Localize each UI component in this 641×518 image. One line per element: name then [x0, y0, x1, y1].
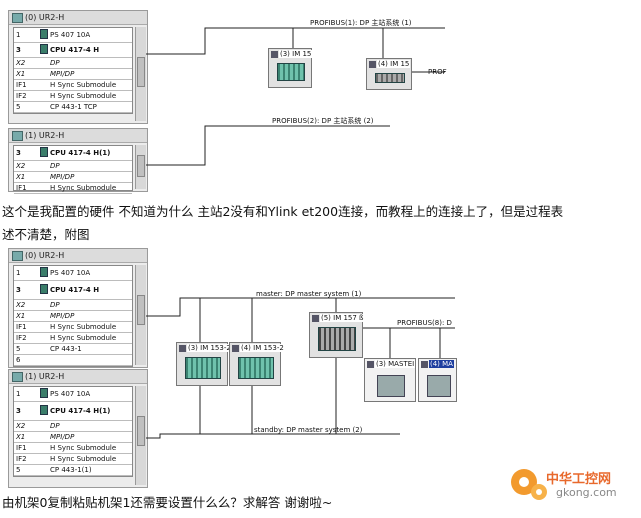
device-im15-3[interactable]: (3) IM 15 — [268, 48, 313, 88]
device-master-3[interactable]: (3) MASTEI — [364, 358, 416, 402]
vertical-scrollbar[interactable] — [135, 386, 146, 485]
vertical-scrollbar[interactable] — [135, 265, 146, 365]
module-icon — [40, 44, 48, 54]
question-line-1: 这个是我配置的硬件 不知道为什么 主站2没有和Ylink et200连接，而教程… — [2, 204, 564, 219]
dp-slave-graphic — [377, 375, 405, 397]
question-line-2: 述不清楚，附图 — [2, 227, 90, 242]
profibus-8-label: PROFIBUS(8): D — [397, 319, 452, 327]
station-icon — [179, 345, 186, 352]
scroll-thumb[interactable] — [137, 295, 145, 325]
module-icon — [40, 284, 48, 294]
rack-title: (1) UR2-H — [9, 129, 147, 143]
master-system-label: master: DP master system (1) — [256, 290, 362, 298]
station-icon — [367, 361, 374, 368]
module-icon — [40, 405, 48, 415]
profibus-1-label: PROFIBUS(1): DP 主站系统 (1) — [310, 19, 412, 27]
device-im153-3[interactable]: (3) IM 153-2 — [176, 342, 232, 386]
rack-title: (1) UR2-H — [9, 370, 147, 384]
question-line-3: 由机架0复制粘贴机架1还需要设置什么么？求解答 谢谢啦~ — [2, 495, 333, 510]
module-graphic — [238, 357, 274, 379]
profibus-2-label: PROFIBUS(2): DP 主站系统 (2) — [272, 117, 374, 125]
scroll-thumb[interactable] — [137, 416, 145, 446]
rack-title: (0) UR2-H — [9, 249, 147, 263]
station-icon — [312, 315, 319, 322]
top-network-lines — [146, 27, 445, 166]
dp-slave-graphic — [427, 375, 451, 397]
module-graphic — [375, 73, 405, 83]
watermark-brand: 中华工控网 — [546, 472, 612, 487]
station-icon — [369, 61, 376, 68]
device-ma-4[interactable]: (4) MA — [418, 358, 457, 402]
rack-title: (0) UR2-H — [9, 11, 147, 25]
device-im157-5[interactable]: (5) IM 157 ß — [309, 312, 365, 358]
rack-icon — [12, 13, 23, 23]
module-icon — [40, 147, 48, 157]
profibus-cut-label: PROF — [428, 68, 447, 76]
rack-icon — [12, 131, 23, 141]
module-icon — [40, 29, 48, 39]
module-graphic — [277, 63, 305, 81]
module-icon — [40, 388, 48, 398]
watermark-url: gkong.com — [556, 486, 617, 499]
standby-system-label: standby: DP master system (2) — [254, 426, 363, 434]
gear-icon — [511, 469, 547, 500]
vertical-scrollbar[interactable] — [135, 27, 146, 121]
scroll-thumb[interactable] — [137, 57, 145, 87]
rack-icon — [12, 372, 23, 382]
module-graphic — [185, 357, 221, 379]
station-icon — [421, 361, 428, 368]
vertical-scrollbar[interactable] — [135, 145, 146, 189]
gkong-watermark: 中华工控网 gkong.com — [506, 462, 636, 502]
scroll-thumb[interactable] — [137, 155, 145, 177]
device-im153-4[interactable]: (4) IM 153-2 — [229, 342, 285, 386]
station-icon — [271, 51, 278, 58]
station-icon — [232, 345, 239, 352]
module-graphic — [318, 327, 356, 351]
table-row[interactable]: 6 — [14, 355, 132, 366]
rack-icon — [12, 251, 23, 261]
module-icon — [40, 267, 48, 277]
device-im15-4[interactable]: (4) IM 15 — [366, 58, 412, 90]
